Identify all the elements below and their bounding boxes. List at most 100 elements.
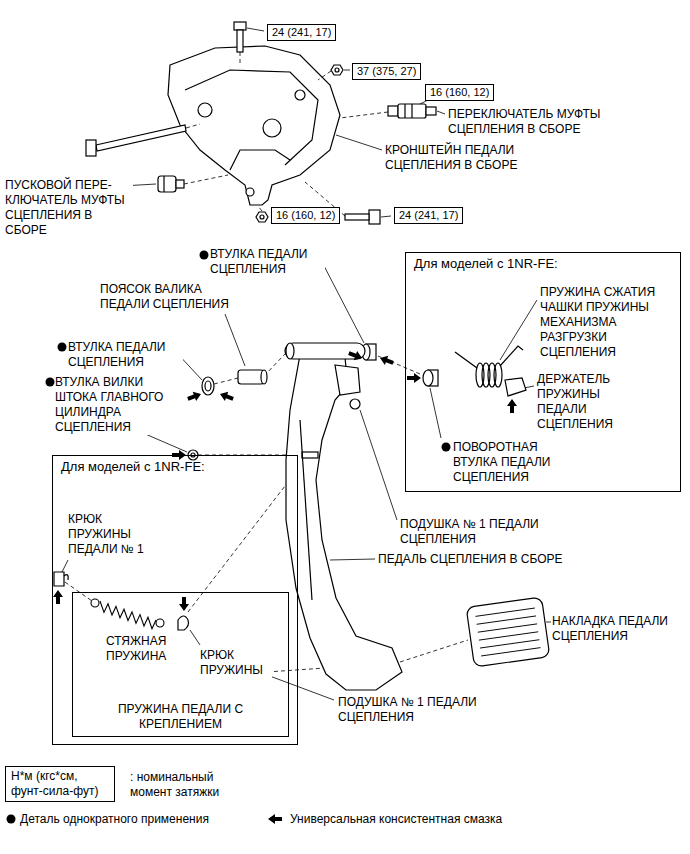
leader-line: [247, 28, 264, 31]
spring-hook: [178, 616, 189, 630]
return-spring: [494, 363, 502, 387]
leader-line: [322, 262, 364, 343]
part-label: ДЕРЖАТЕЛЬ ПРУЖИНЫ ПЕДАЛИ СЦЕПЛЕНИЯ: [537, 372, 629, 432]
assembly-line: [340, 112, 388, 118]
part-label: ВТУЛКА ПЕДАЛИ СЦЕПЛЕНИЯ: [210, 247, 325, 277]
grease-arrow: [268, 814, 282, 824]
part-label: НАКЛАДКА ПЕДАЛИ СЦЕПЛЕНИЯ: [552, 614, 682, 644]
panel-heading: Для моделей с 1NR-FE:: [406, 253, 566, 275]
leader-line: [330, 559, 375, 560]
spring-hook: [54, 572, 64, 586]
part-label: ПУСКОВОЙ ПЕРЕ- КЛЮЧАТЕЛЬ МУФТЫ СЦЕПЛЕНИЯ…: [5, 178, 133, 238]
nut: [335, 68, 339, 72]
leader-line: [546, 622, 551, 623]
assembly-line: [264, 354, 285, 376]
spring-hook: [64, 575, 68, 580]
pivot-bushing: [423, 370, 433, 386]
bolt: [96, 125, 186, 151]
torque-box: 16 (160, 12): [271, 207, 340, 224]
torque-value: 24 (241, 17): [272, 26, 331, 39]
legend-unit: Н*м (кгс*см, фунт-сила-фут): [11, 769, 109, 799]
legend-text: Универсальная консистентная смазка: [290, 812, 502, 827]
part-label: ВТУЛКА ВИЛКИ ШТОКА ГЛАВНОГО ЦИЛИНДРА СЦЕ…: [55, 375, 175, 435]
grease-arrow: [347, 349, 364, 363]
part-label: ПОДУШКА № 1 ПЕДАЛИ СЦЕПЛЕНИЯ: [400, 517, 550, 547]
part-label: ПРУЖИНА СЖАТИЯ ЧАШКИ ПРУЖИНЫ МЕХАНИЗМА Р…: [540, 285, 665, 360]
nut: [260, 215, 264, 219]
leader-line: [225, 314, 245, 366]
bolt: [86, 140, 96, 156]
pedal-bracket: [246, 188, 254, 196]
part-label: ПОЯСОК ВАЛИКА ПЕДАЛИ СЦЕПЛЕНИЯ: [100, 282, 240, 312]
assembly-line: [184, 175, 228, 184]
torque-box: 24 (241, 17): [394, 207, 463, 224]
start-switch: [158, 176, 176, 192]
clutch-pedal: [286, 355, 402, 690]
pedal-bracket: [168, 46, 340, 205]
torque-legend-box: Н*м (кгс*см, фунт-сила-фут): [5, 766, 115, 802]
torque-box: 37 (375, 27): [352, 63, 421, 80]
grease-arrow: [179, 597, 189, 611]
leader-line: [500, 300, 537, 360]
torque-value: 16 (160, 12): [430, 86, 489, 99]
leader-line: [360, 410, 397, 520]
single-use-dot: [7, 251, 451, 824]
torque-box: 24 (241, 17): [267, 24, 336, 41]
assembly-line: [400, 640, 468, 662]
part-label: КРЮК ПРУЖИНЫ ПЕДАЛИ № 1: [68, 512, 152, 557]
bushing: [188, 344, 376, 460]
pedal-bracket: [198, 103, 212, 117]
pivot-bushing: [423, 370, 438, 386]
clutch-pedal: [302, 452, 318, 458]
pedal-pad: [466, 597, 550, 667]
start-switch: [158, 176, 184, 192]
single-use-dot: [442, 443, 451, 452]
legend-text: : номинальный момент затяжки: [130, 770, 238, 800]
grease-arrow: [407, 373, 421, 383]
legend-text: Деталь однократного применения: [20, 812, 209, 827]
assembly-name: ПРУЖИНА ПЕДАЛИ С КРЕПЛЕНИЕМ: [73, 702, 288, 732]
bolt: [369, 210, 380, 224]
single-use-dot: [58, 343, 67, 352]
part-label: СТЯЖНАЯ ПРУЖИНА: [106, 634, 178, 664]
tension-spring: [156, 619, 164, 627]
single-use-dot: [46, 378, 55, 387]
assembly-line: [318, 71, 331, 80]
spring-hook: [54, 572, 189, 630]
clutch-pedal: [286, 343, 294, 359]
single-use-dot: [7, 815, 16, 824]
clutch-switch: [388, 104, 436, 118]
pedal-pad: [466, 597, 550, 667]
clutch-switch: [411, 104, 412, 118]
leader-line: [190, 630, 200, 645]
spring-holder: [505, 378, 526, 396]
clutch-pedal: [259, 343, 402, 690]
part-label: ПЕРЕКЛЮЧАТЕЛЬ МУФТЫ СЦЕПЛЕНИЯ В СБОРЕ: [448, 107, 628, 137]
torque-value: 16 (160, 12): [276, 209, 335, 222]
leader-line: [62, 560, 68, 572]
nut: [256, 212, 268, 222]
leader-line: [381, 216, 391, 217]
bushing: [205, 381, 211, 391]
tension-spring: [91, 599, 164, 629]
part-label: ПЕДАЛЬ СЦЕПЛЕНИЯ В СБОРЕ: [378, 552, 563, 567]
clutch-pedal: [350, 399, 360, 409]
leader-line: [267, 675, 334, 700]
assembly-line: [240, 52, 241, 64]
nut: [256, 65, 343, 222]
start-switch: [176, 180, 184, 188]
bushing: [238, 370, 264, 384]
pedal-bracket: [185, 70, 318, 165]
part-label: КРЮК ПРУЖИНЫ: [200, 648, 272, 678]
part-label: ПОДУШКА № 1 ПЕДАЛИ СЦЕПЛЕНИЯ: [338, 695, 488, 725]
bushing: [261, 370, 267, 384]
clutch-switch: [426, 107, 436, 115]
tension-spring: [91, 599, 99, 607]
grease-arrow: [53, 590, 63, 604]
assembly-line: [258, 206, 262, 211]
model-panel: Для моделей с 1NR-FE:ПРУЖИНА ПЕДАЛИ С КР…: [52, 455, 298, 745]
pedal-pad: [476, 608, 541, 656]
part-label: КРОНШТЕЙН ПЕДАЛИ СЦЕПЛЕНИЯ В СБОРЕ: [385, 143, 545, 173]
grease-arrow: [507, 399, 517, 413]
